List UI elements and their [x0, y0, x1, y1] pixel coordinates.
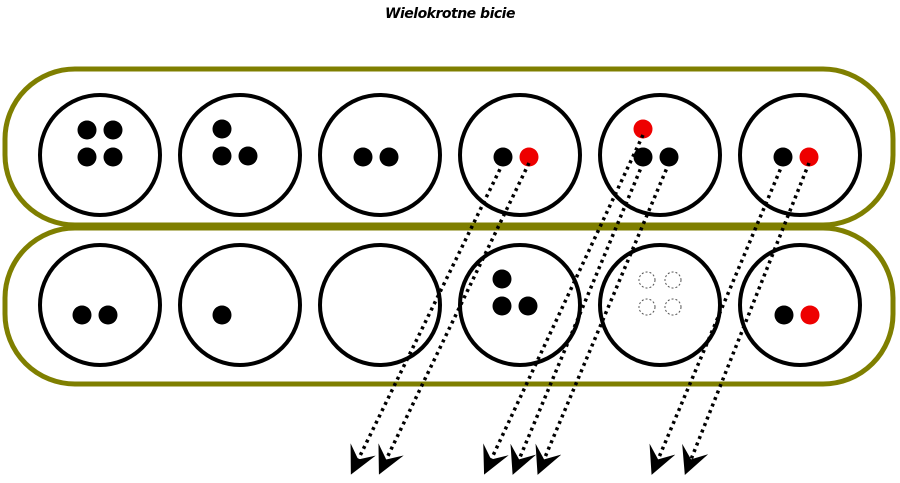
red-stone	[800, 305, 820, 325]
capture-arrow	[510, 162, 645, 475]
pit-circle[interactable]	[318, 243, 442, 367]
capture-arrow	[483, 134, 645, 475]
black-stone	[774, 305, 794, 325]
bottom-row-band	[2, 225, 896, 387]
black-stone	[77, 147, 97, 167]
pit-circle[interactable]	[738, 93, 862, 217]
pit-circle[interactable]	[598, 93, 722, 217]
pit[interactable]	[38, 93, 162, 217]
capture-arrow	[649, 162, 785, 475]
black-stone	[212, 146, 232, 166]
pit-circle[interactable]	[738, 243, 862, 367]
capture-arrow	[682, 162, 811, 476]
black-stone	[518, 296, 538, 316]
black-stone	[773, 147, 793, 167]
black-stone	[659, 147, 679, 167]
pit-circle[interactable]	[38, 93, 162, 217]
top-row-band	[2, 66, 896, 228]
pit[interactable]	[738, 93, 862, 217]
red-stone	[799, 147, 819, 167]
black-stone	[212, 119, 232, 139]
pit-circle[interactable]	[458, 93, 582, 217]
black-stone	[103, 147, 123, 167]
pit-circle[interactable]	[178, 243, 302, 367]
pit[interactable]	[738, 243, 862, 367]
empty-stone-placeholder	[664, 298, 682, 316]
empty-stone-placeholder	[664, 271, 682, 289]
capture-arrow	[350, 162, 505, 475]
pit-circle[interactable]	[458, 243, 582, 367]
pit-circle[interactable]	[598, 243, 722, 367]
empty-stone-placeholder	[638, 271, 656, 289]
black-stone	[379, 147, 399, 167]
black-stone	[98, 305, 118, 325]
black-stone	[212, 305, 232, 325]
black-stone	[492, 296, 512, 316]
pit-circle[interactable]	[38, 243, 162, 367]
empty-stone-placeholder	[638, 298, 656, 316]
black-stone	[72, 305, 92, 325]
pit[interactable]	[598, 93, 722, 217]
pit[interactable]	[598, 243, 722, 367]
black-stone	[238, 146, 258, 166]
pit[interactable]	[178, 243, 302, 367]
pit-circle[interactable]	[318, 93, 442, 217]
pit[interactable]	[318, 93, 442, 217]
black-stone	[492, 269, 512, 289]
pit[interactable]	[458, 93, 582, 217]
pit[interactable]	[318, 243, 442, 367]
black-stone	[353, 147, 373, 167]
diagram-title: Wielokrotne bicie	[385, 6, 515, 22]
pit-circle[interactable]	[178, 93, 302, 217]
pit[interactable]	[38, 243, 162, 367]
red-stone	[519, 147, 539, 167]
black-stone	[77, 120, 97, 140]
black-stone	[103, 120, 123, 140]
pit[interactable]	[178, 93, 302, 217]
pit[interactable]	[458, 243, 582, 367]
capture-arrow	[535, 162, 671, 475]
black-stone	[493, 147, 513, 167]
red-stone	[633, 119, 653, 139]
black-stone	[633, 147, 653, 167]
